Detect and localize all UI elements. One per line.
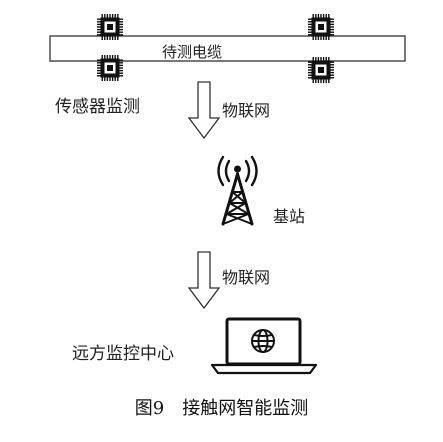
iot-label-lower: 物联网 <box>222 268 271 287</box>
down-arrow-icon <box>187 81 221 140</box>
globe-icon <box>251 329 275 353</box>
sensor-chip-icon <box>97 55 123 81</box>
remote-monitoring-center-label: 远方监控中心 <box>72 344 174 364</box>
radio-tower-icon <box>217 155 258 226</box>
sensor-monitoring-label: 传感器监测 <box>55 97 140 117</box>
cable-label: 待测电缆 <box>162 43 223 61</box>
sensor-chip-icon <box>308 57 334 83</box>
sensor-chip-icon <box>97 14 123 40</box>
cable-bar <box>49 35 406 62</box>
laptop-icon <box>210 317 318 375</box>
figure-number: 图9 <box>134 398 165 419</box>
figure-caption: 图9 接触网智能监测 <box>0 394 443 420</box>
sensor-chip-icon <box>308 14 334 40</box>
down-arrow-icon <box>187 251 221 310</box>
iot-label-upper: 物联网 <box>222 101 271 120</box>
figure-title: 接触网智能监测 <box>182 398 309 419</box>
base-station-label: 基站 <box>273 207 306 226</box>
